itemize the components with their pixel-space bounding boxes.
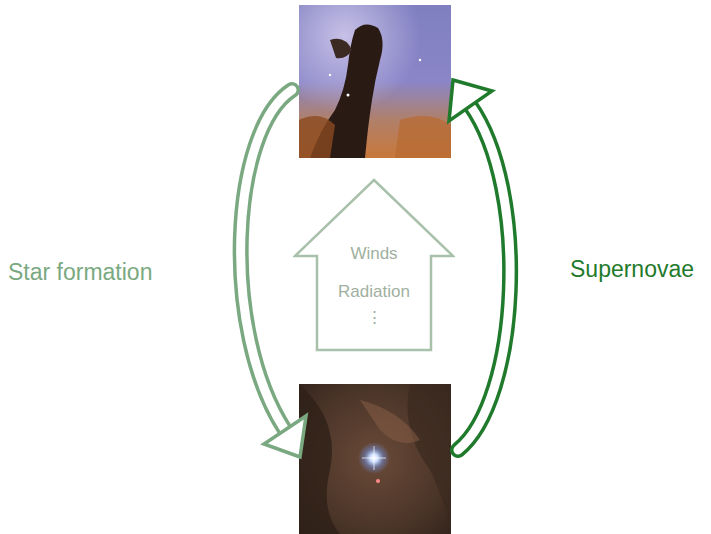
star-formation-arrow [241,90,306,457]
cycle-label: Supernovae [570,255,694,283]
young-star-image [299,384,451,534]
nebula-pillar-image [299,5,451,158]
feedback-item: ⋮ [293,306,455,330]
feedback-item: Radiation [293,280,455,304]
cycle-label: Star formation [8,258,152,286]
feedback-item: Winds [293,242,455,266]
up-arrow-block: WindsRadiation⋮ [293,178,455,352]
supernovae-arrow [449,80,510,450]
